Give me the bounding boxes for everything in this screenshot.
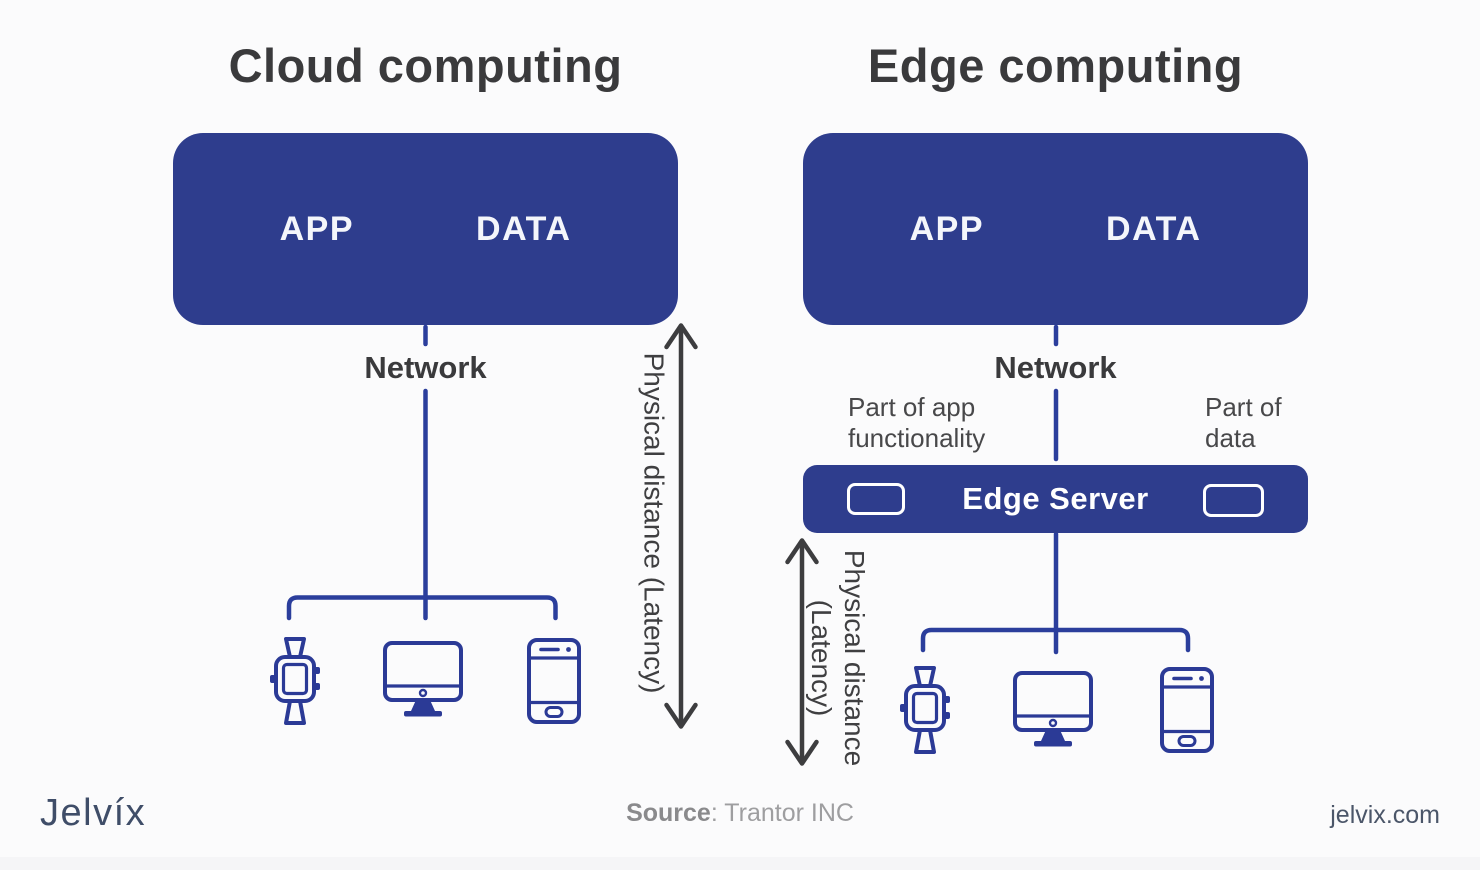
- edge-latency-line2: (Latency): [806, 599, 837, 717]
- edge-network-label: Network: [994, 350, 1117, 385]
- desktop-computer-icon: [383, 641, 463, 719]
- edge-app-label: APP: [909, 209, 985, 248]
- source-label: Source: [626, 799, 711, 827]
- edge-network-lines: [920, 324, 1191, 655]
- part-of-app-functionality-label: Part of app functionality: [848, 392, 986, 453]
- smartwatch-icon: [268, 637, 322, 725]
- desktop-computer-icon: [1013, 671, 1093, 749]
- edge-server-bar: Edge Server: [803, 465, 1308, 533]
- app-part-chip-icon: [847, 483, 905, 515]
- edge-latency-line1: Physical distance: [839, 549, 870, 767]
- cloud-app-data-box: APP DATA: [173, 133, 678, 325]
- jelvix-logo: Jelvíx: [40, 792, 147, 834]
- smartwatch-icon: [898, 666, 952, 754]
- edge-latency-double-arrow-icon: [785, 538, 819, 766]
- website-url: jelvix.com: [1330, 801, 1440, 829]
- data-part-chip-icon: [1203, 484, 1264, 517]
- source-value: : Trantor INC: [710, 799, 854, 827]
- edge-server-label: Edge Server: [962, 481, 1149, 516]
- smartphone-icon: [1160, 667, 1214, 753]
- cloud-data-label: DATA: [476, 209, 572, 248]
- cloud-latency-double-arrow-icon: [664, 323, 698, 729]
- edge-app-data-box: APP DATA: [803, 133, 1308, 325]
- smartphone-icon: [527, 638, 581, 724]
- cloud-app-label: APP: [279, 209, 355, 248]
- edge-computing-title: Edge computing: [867, 39, 1244, 92]
- cloud-network-lines: [286, 324, 558, 621]
- bottom-strip: [0, 857, 1480, 870]
- part-of-data-label: Part of data: [1205, 392, 1282, 453]
- cloud-computing-title: Cloud computing: [228, 39, 623, 92]
- edge-latency-label: Physical distance (Latency): [805, 550, 871, 766]
- edge-data-label: DATA: [1106, 209, 1202, 248]
- cloud-latency-label: Physical distance (Latency): [638, 352, 670, 694]
- source-attribution: Source: Trantor INC: [626, 799, 854, 828]
- cloud-network-label: Network: [364, 350, 487, 385]
